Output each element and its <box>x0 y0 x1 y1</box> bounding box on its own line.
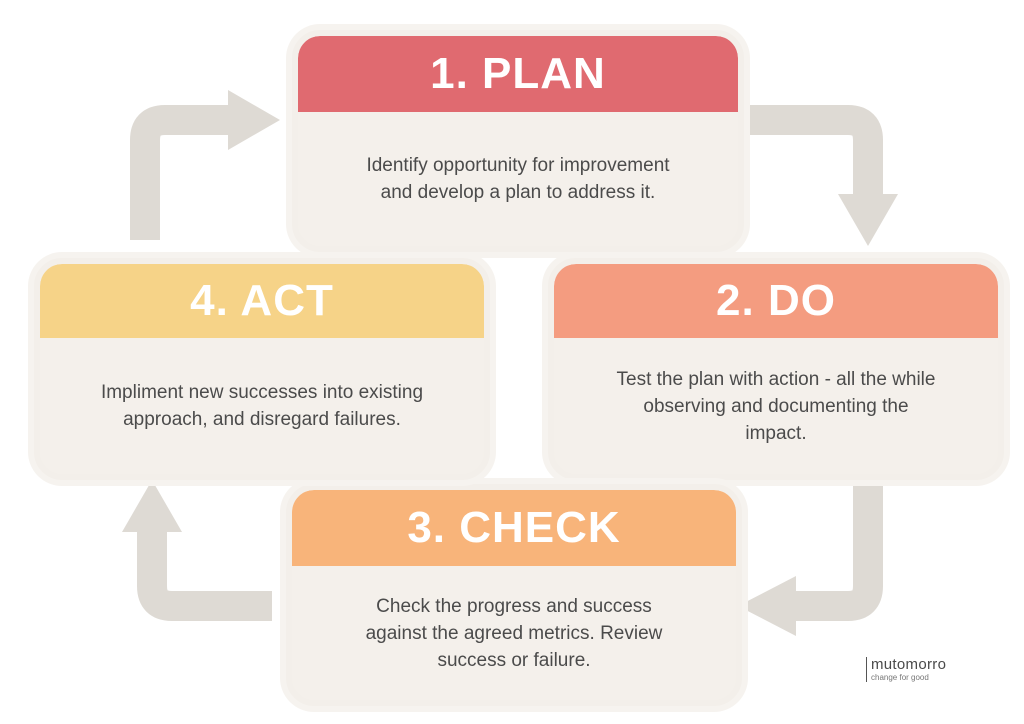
plan-card: 1. PLAN Identify opportunity for improve… <box>292 30 744 252</box>
arrow-do-to-check <box>738 486 883 636</box>
brand-name: mutomorro <box>871 656 947 673</box>
check-card: 3. CHECK Check the progress and success … <box>286 484 742 706</box>
brand-tagline: change for good <box>871 673 929 682</box>
do-title: 2. DO <box>554 264 998 338</box>
act-card: 4. ACT Impliment new successes into exis… <box>34 258 490 480</box>
arrow-act-to-plan <box>130 90 280 240</box>
do-description: Test the plan with action - all the whil… <box>616 368 936 444</box>
plan-description: Identify opportunity for improvement and… <box>366 155 670 203</box>
arrow-plan-to-do <box>748 105 898 246</box>
arrow-check-to-act <box>122 480 272 621</box>
act-title: 4. ACT <box>40 264 484 338</box>
check-title: 3. CHECK <box>292 490 736 566</box>
plan-title: 1. PLAN <box>298 36 738 112</box>
brand-logo: mutomorro change for good <box>866 657 946 682</box>
act-description: Impliment new successes into existing ap… <box>100 382 424 430</box>
do-card: 2. DO Test the plan with action - all th… <box>548 258 1004 480</box>
check-description: Check the progress and success against t… <box>365 595 663 671</box>
